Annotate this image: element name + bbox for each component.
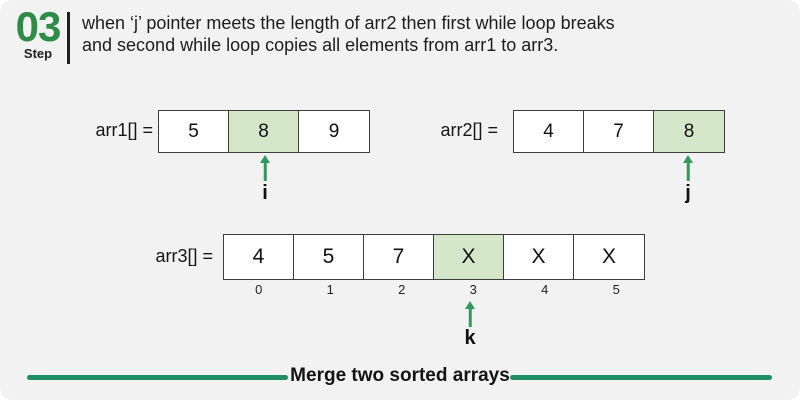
array-cell: 5 — [159, 111, 229, 152]
pointer-k-label: k — [464, 327, 476, 349]
description-line-1: when ‘j’ pointer meets the length of arr… — [82, 13, 615, 33]
arr3-box: 4 5 7 X X X — [223, 234, 645, 280]
array-cell: 9 — [299, 111, 369, 152]
arr1-label: arr1[] = — [95, 120, 153, 140]
array-cell-highlighted: 8 — [229, 111, 299, 152]
array-cell: 7 — [584, 111, 654, 152]
pointer-i-arrow-icon — [259, 155, 271, 181]
array-cell: 7 — [364, 235, 434, 279]
array-cell: 5 — [294, 235, 364, 279]
pointer-j-label: j — [685, 182, 691, 204]
arr3-index-row: 0 1 2 3 4 5 — [223, 282, 652, 297]
index-label: 1 — [326, 282, 334, 297]
arr2-box: 4 7 8 — [513, 110, 725, 153]
array-cell-highlighted: X — [434, 235, 504, 279]
step-label: Step — [23, 46, 53, 61]
footer-rule-left — [27, 375, 288, 380]
index-label: 0 — [255, 282, 263, 297]
vertical-divider — [67, 12, 70, 64]
pointer-i-label: i — [262, 182, 268, 204]
array-cell: 4 — [514, 111, 584, 152]
index-label: 3 — [469, 282, 477, 297]
index-label: 2 — [398, 282, 406, 297]
array-cell: 4 — [224, 235, 294, 279]
array-cell: X — [574, 235, 644, 279]
pointer-j-arrow-icon — [682, 155, 694, 181]
index-label: 5 — [612, 282, 620, 297]
index-label: 4 — [541, 282, 549, 297]
pointer-k-arrow-icon — [464, 301, 476, 327]
step-description: when ‘j’ pointer meets the length of arr… — [82, 12, 752, 56]
arr2-label: arr2[] = — [440, 120, 498, 140]
arr1-box: 5 8 9 — [158, 110, 370, 153]
arr3-label: arr3[] = — [155, 246, 213, 266]
array-cell: X — [504, 235, 574, 279]
step-block: 03 Step — [12, 3, 64, 62]
step-number: 03 — [15, 3, 62, 50]
array-cell-highlighted: 8 — [654, 111, 724, 152]
footer-title: Merge two sorted arrays — [290, 365, 510, 386]
footer-rule-right — [510, 375, 772, 380]
description-line-2: and second while loop copies all element… — [82, 35, 559, 55]
